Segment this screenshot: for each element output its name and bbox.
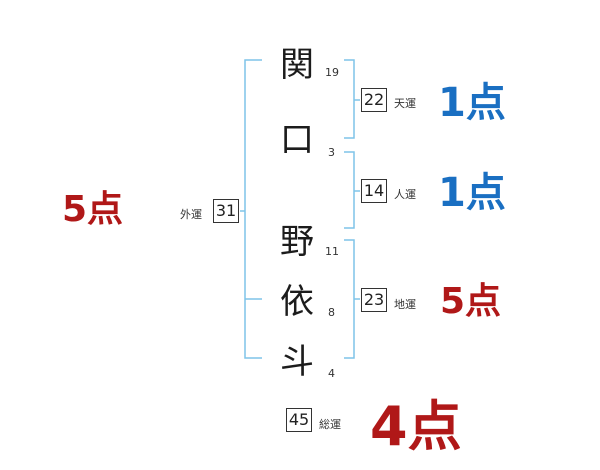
soukaku-score: 4点 [370,395,462,458]
jinkaku-bracket [344,151,355,229]
soukaku-value-box: 45 [286,408,312,432]
stroke-count-5: 4 [328,367,335,380]
stroke-count-2: 3 [328,146,335,159]
gaikaku-score: 5点 [62,189,124,230]
tenkaku-label: 天運 [394,97,416,110]
chikaku-value-box: 23 [361,288,387,312]
jinkaku-value-box: 14 [361,179,387,203]
gaikaku-value-box: 31 [213,199,239,223]
chikaku-score: 5点 [440,281,502,322]
name-char-4: 依 [280,282,314,322]
name-char-3: 野 [280,222,314,262]
connector-group [240,59,360,359]
jinkaku-score: 1点 [438,170,506,216]
jinkaku-label: 人運 [394,188,416,201]
chikaku-label: 地運 [394,298,416,311]
chikaku-bracket [344,239,355,359]
tenkaku-bracket [344,59,355,139]
gaikaku-label: 外運 [180,208,202,221]
name-char-1: 関 [280,45,314,85]
soukaku-label: 総運 [319,418,341,431]
tenkaku-score: 1点 [438,80,506,126]
gaikaku-bracket [244,59,262,359]
name-char-2: 口 [280,120,314,160]
stroke-count-3: 11 [325,245,339,258]
stroke-count-4: 8 [328,306,335,319]
name-char-5: 斗 [280,342,314,382]
stroke-count-1: 19 [325,66,339,79]
tenkaku-value-box: 22 [361,88,387,112]
